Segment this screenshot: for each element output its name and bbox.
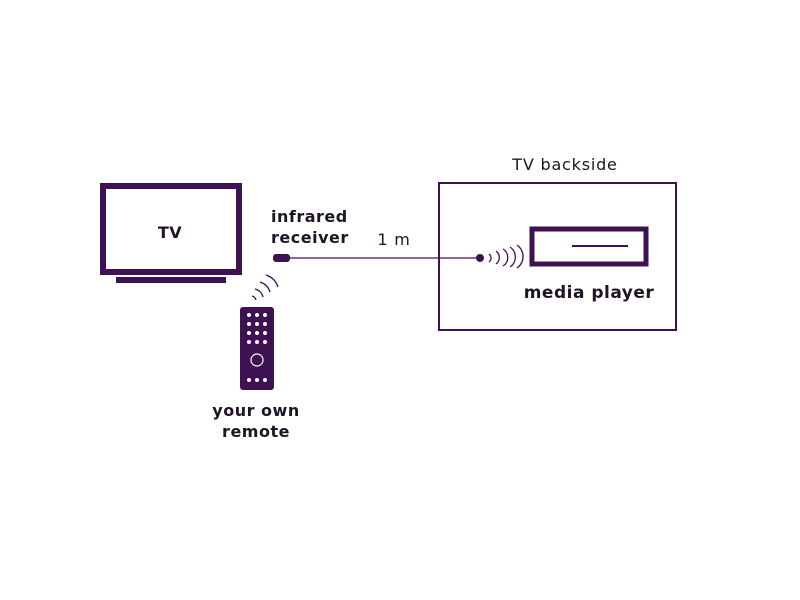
infrared-receiver-icon: [273, 254, 290, 262]
ir-emitter-waves-icon: [488, 244, 524, 269]
remote-label-line2: remote: [222, 422, 290, 441]
receiver-label-line1: infrared: [271, 207, 348, 226]
cable-length-label: 1 m: [377, 230, 410, 249]
backside-label: TV backside: [511, 155, 617, 174]
ir-emitter-icon: [476, 254, 484, 262]
media-player-icon: [529, 226, 649, 267]
tv-backside-box: [438, 182, 677, 331]
tv-label: TV: [158, 223, 182, 242]
media-player-label: media player: [524, 283, 655, 303]
tv-icon: [100, 183, 242, 283]
remote-label-line1: your own: [212, 401, 299, 420]
receiver-label-line2: receiver: [271, 228, 349, 247]
remote-control-icon: [240, 307, 274, 390]
ir-signal-waves-icon: [251, 274, 279, 301]
